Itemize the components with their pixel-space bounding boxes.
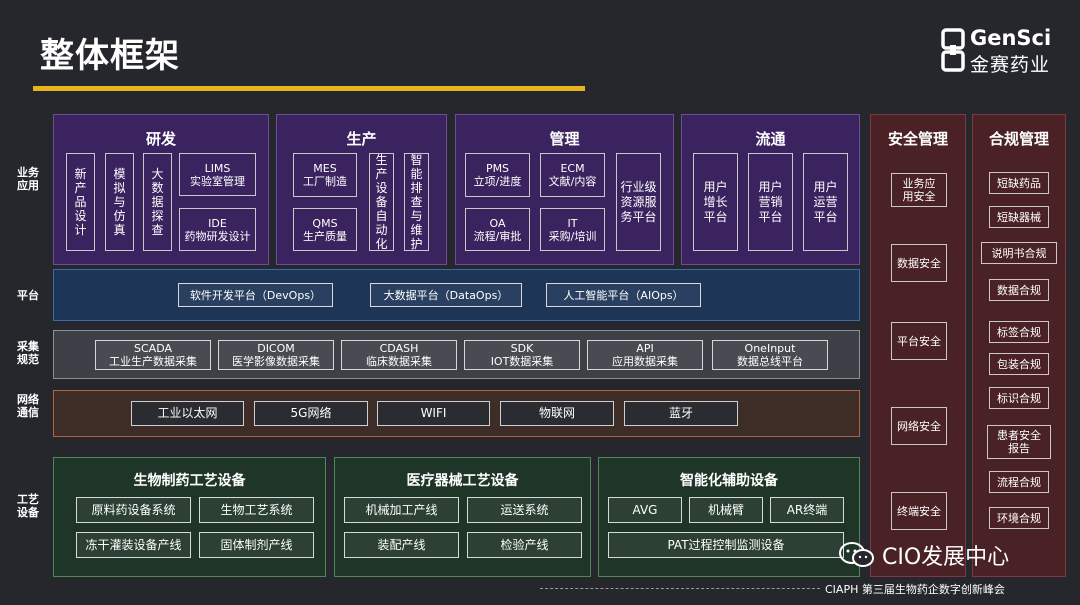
row-label-equipment: 工艺 设备: [17, 493, 39, 519]
box-it: IT 采购/培训: [540, 208, 605, 251]
panel-security-title: 安全管理: [887, 130, 948, 148]
panel-management: 管理 PMS 立项/进度 ECM 文献/内容 OA 流程/审批 IT 采购/培训…: [455, 114, 674, 265]
panel-med-title: 医疗器械工艺设备: [406, 473, 519, 489]
box-data-security: 数据安全: [891, 244, 947, 282]
box-environment-compliance: 环境合规: [989, 507, 1049, 529]
box-manual-compliance: 说明书合规: [981, 242, 1057, 264]
panel-rd: 研发 新产品设计 模拟与仿真 大数据探查 LIMS 实验室管理 IDE 药物研发…: [53, 114, 269, 265]
box-patient-safety-report: 患者安全 报告: [987, 425, 1051, 459]
row-network: 工业以太网 5G网络 WIFI 物联网 蓝牙: [53, 390, 860, 437]
box-user-marketing: 用户 营销 平台: [748, 153, 793, 251]
panel-smart-equipment: 智能化辅助设备 AVG 机械臂 AR终端 PAT过程控制监测设备: [598, 457, 860, 577]
panel-management-title: 管理: [549, 130, 580, 148]
row-label-business: 业务 应用: [17, 166, 39, 192]
logo-text-cn: 金赛药业: [970, 54, 1051, 76]
box-oa: OA 流程/审批: [465, 208, 530, 251]
box-industrial-ethernet: 工业以太网: [131, 401, 244, 426]
box-package-compliance: 包装合规: [989, 353, 1049, 375]
box-pms: PMS 立项/进度: [465, 153, 530, 197]
box-lims: LIMS 实验室管理: [179, 153, 256, 196]
title-underline: [33, 86, 585, 91]
box-wifi: WIFI: [377, 401, 490, 426]
wechat-icon: [839, 542, 874, 567]
box-machining-line: 机械加工产线: [344, 497, 459, 523]
box-api-equipment: 原料药设备系统: [76, 497, 191, 523]
box-avg: AVG: [608, 497, 682, 523]
box-bluetooth: 蓝牙: [624, 401, 738, 426]
box-simulation: 模拟与仿真: [105, 153, 134, 251]
box-ide: IDE 药物研发设计: [179, 208, 256, 251]
footer-text: CIAPH 第三届生物药企数字创新峰会: [825, 583, 1005, 596]
box-5g: 5G网络: [254, 401, 368, 426]
box-robot-arm: 机械臂: [689, 497, 763, 523]
panel-bio-title: 生物制药工艺设备: [133, 473, 246, 489]
logo-text-en: GenSci: [970, 26, 1052, 50]
box-mes: MES 工厂制造: [293, 153, 357, 197]
watermark-text: CIO发展中心: [882, 545, 1010, 570]
panel-smart-title: 智能化辅助设备: [680, 473, 778, 489]
box-inspection-line: 检验产线: [467, 532, 582, 558]
row-label-network: 网络 通信: [17, 393, 39, 419]
box-new-product-design: 新产品设计: [66, 153, 95, 251]
box-devops: 软件开发平台（DevOps）: [178, 283, 333, 307]
panel-circulation-title: 流通: [755, 130, 786, 148]
box-iot: 物联网: [500, 401, 614, 426]
row-label-collect: 采集 规范: [17, 340, 39, 366]
box-transport-system: 运送系统: [467, 497, 582, 523]
box-assembly-line: 装配产线: [344, 532, 459, 558]
box-user-growth: 用户 增长 平台: [693, 153, 738, 251]
box-industry-platform: 行业级 资源服 务平台: [616, 153, 661, 251]
box-label-compliance: 标签合规: [989, 321, 1049, 343]
box-freeze-dry-line: 冻干灌装设备产线: [76, 532, 191, 558]
box-solid-dosage-line: 固体制剂产线: [199, 532, 314, 558]
panel-circulation: 流通 用户 增长 平台 用户 营销 平台 用户 运营 平台: [681, 114, 860, 265]
box-bigdata-explore: 大数据探查: [143, 153, 172, 251]
box-pat-monitoring: PAT过程控制监测设备: [608, 532, 844, 558]
gensci-logo-icon: [941, 28, 965, 72]
footer-divider: [540, 588, 820, 589]
box-aiops: 人工智能平台（AIOps）: [546, 283, 701, 307]
box-terminal-security: 终端安全: [891, 492, 947, 530]
box-platform-security: 平台安全: [891, 322, 947, 360]
panel-compliance-title: 合规管理: [988, 130, 1049, 148]
box-app-security: 业务应 用安全: [891, 173, 947, 207]
box-automation: 生产设备自动化: [369, 153, 394, 251]
page-title: 整体框架: [40, 36, 180, 76]
panel-compliance: 合规管理 短缺药品 短缺器械 说明书合规 数据合规 标签合规 包装合规 标识合规…: [972, 114, 1066, 577]
box-qms: QMS 生产质量: [293, 208, 357, 251]
panel-production-title: 生产: [346, 130, 377, 148]
box-ar-terminal: AR终端: [770, 497, 844, 523]
panel-med-equipment: 医疗器械工艺设备 机械加工产线 运送系统 装配产线 检验产线: [334, 457, 591, 577]
box-smart-maintenance: 智能排查与维护: [404, 153, 429, 251]
box-data-compliance: 数据合规: [989, 279, 1049, 301]
company-logo: GenSci 金赛药业: [940, 26, 1052, 76]
panel-bio-equipment: 生物制药工艺设备 原料药设备系统 生物工艺系统 冻干灌装设备产线 固体制剂产线: [53, 457, 326, 577]
box-shortage-drugs: 短缺药品: [989, 172, 1049, 194]
panel-production: 生产 MES 工厂制造 QMS 生产质量 生产设备自动化 智能排查与维护: [276, 114, 447, 265]
panel-rd-title: 研发: [145, 130, 176, 148]
box-identification-compliance: 标识合规: [989, 387, 1049, 409]
panel-security: 安全管理 业务应 用安全 数据安全 平台安全 网络安全 终端安全: [870, 114, 966, 577]
row-platform: 软件开发平台（DevOps） 大数据平台（DataOps） 人工智能平台（AIO…: [53, 269, 860, 321]
box-ecm: ECM 文献/内容: [540, 153, 605, 197]
row-label-platform: 平台: [17, 289, 39, 302]
box-bioprocess: 生物工艺系统: [199, 497, 314, 523]
box-process-compliance: 流程合规: [989, 471, 1049, 493]
box-network-security: 网络安全: [891, 407, 947, 445]
box-dataops: 大数据平台（DataOps）: [370, 283, 522, 307]
box-user-operation: 用户 运营 平台: [803, 153, 848, 251]
box-shortage-devices: 短缺器械: [989, 206, 1049, 228]
